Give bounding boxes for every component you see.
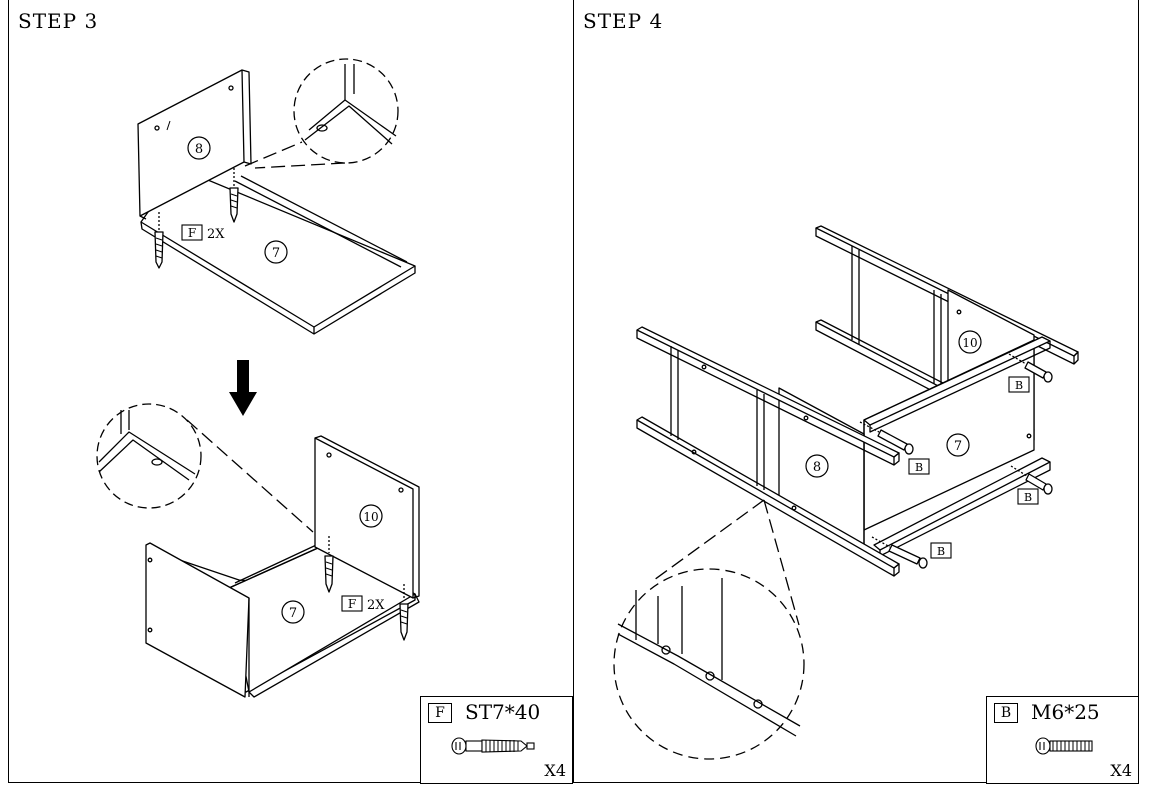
part-10-callout: 10 xyxy=(359,504,383,528)
part-7-lower-callout: 7 xyxy=(281,600,305,624)
hardware-qty: X4 xyxy=(1110,761,1132,780)
svg-text:10: 10 xyxy=(962,336,977,350)
step-4-callouts: 10 7 8 B B B B xyxy=(805,330,1039,559)
part-8-callout: 8 xyxy=(805,454,829,478)
hardware-box-f: F ST7*40 X4 xyxy=(420,696,573,784)
hardware-qty: X4 xyxy=(544,761,566,780)
svg-text:F: F xyxy=(188,226,196,240)
step-3-title: STEP 3 xyxy=(18,9,99,33)
svg-text:7: 7 xyxy=(289,606,297,621)
svg-text:10: 10 xyxy=(363,510,378,524)
step-3-callouts: 8 7 10 7 F 2X F 2X xyxy=(181,136,385,624)
svg-text:B: B xyxy=(1024,491,1032,504)
part-8-callout: 8 xyxy=(187,136,211,160)
svg-text:8: 8 xyxy=(813,460,821,475)
upper-detail-view xyxy=(244,58,399,169)
lower-side-panel-left xyxy=(145,542,250,698)
svg-text:7: 7 xyxy=(954,439,962,454)
step-4-illustration xyxy=(613,225,1079,760)
top-rail xyxy=(863,336,1051,433)
step-4-panel: STEP 4 xyxy=(573,0,1139,784)
bolt-2 xyxy=(859,421,914,455)
part-7-callout: 7 xyxy=(946,433,970,457)
hardware-code: B xyxy=(994,703,1018,723)
lower-detail-view xyxy=(96,403,314,533)
bolt-1 xyxy=(1008,353,1053,383)
svg-text:2X: 2X xyxy=(367,598,385,613)
svg-text:B: B xyxy=(915,461,923,474)
bolt-icon xyxy=(1035,737,1093,755)
step-4-title: STEP 4 xyxy=(583,9,664,33)
hardware-code: F xyxy=(428,703,452,723)
step-3-panel: STEP 3 xyxy=(8,0,574,784)
upper-screw-left xyxy=(154,212,164,269)
fastener-tag-b-1: B xyxy=(1008,376,1030,393)
svg-text:7: 7 xyxy=(272,246,280,261)
lower-screw-left xyxy=(324,536,334,593)
svg-text:B: B xyxy=(937,545,945,558)
svg-text:2X: 2X xyxy=(207,227,225,242)
part-10-callout: 10 xyxy=(958,330,982,354)
bolt-3 xyxy=(1010,465,1053,495)
hardware-spec: ST7*40 xyxy=(465,700,541,724)
svg-text:B: B xyxy=(1015,379,1023,392)
near-side-frame xyxy=(636,326,900,577)
svg-text:F: F xyxy=(348,597,356,611)
lower-screw-right xyxy=(399,584,409,641)
down-arrow-icon xyxy=(229,360,257,416)
fastener-tag-b-3: B xyxy=(1017,488,1039,505)
fastener-tag-b-2: B xyxy=(908,458,930,475)
hardware-spec: M6*25 xyxy=(1031,700,1100,724)
fastener-tag-b-4: B xyxy=(930,542,952,559)
screw-icon xyxy=(451,737,535,755)
step-4-detail-view xyxy=(613,499,805,760)
fastener-tag-lower: F 2X xyxy=(341,595,385,613)
bolt-4 xyxy=(871,536,928,569)
svg-text:8: 8 xyxy=(195,142,203,157)
upper-screw-right xyxy=(229,168,239,223)
hardware-box-b: B M6*25 X4 xyxy=(986,696,1139,784)
part-7-callout: 7 xyxy=(264,240,288,264)
fastener-tag-upper: F 2X xyxy=(181,224,225,242)
